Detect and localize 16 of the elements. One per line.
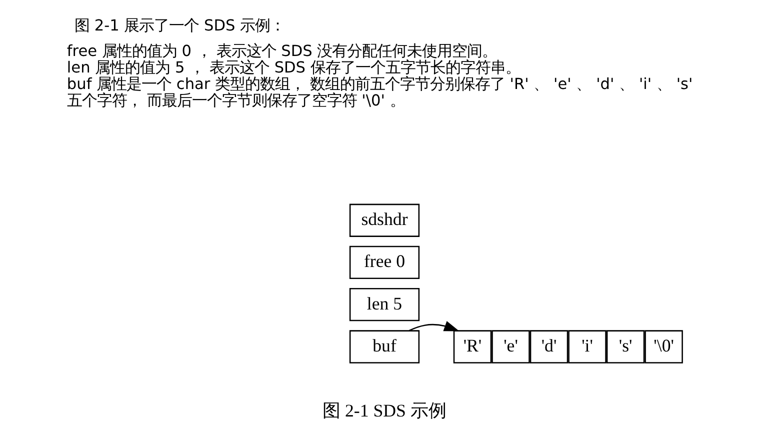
node-box: '\0': [644, 330, 683, 364]
arrow: [408, 321, 460, 332]
node-box: 'e': [492, 330, 530, 364]
node-box: len 5: [349, 288, 420, 322]
node-box: 's': [606, 330, 645, 364]
caption: 图 2-1 SDS 示例: [322, 400, 446, 421]
label: buf 属性是一个 char 类型的数组， 数组的前五个字节分别保存了 'R' 、 'e' 、 'd' 、 'i' 、 's' 五个字符， 而最后一个字节则保存了空字符 '\0' 。: [66, 75, 693, 110]
node-box: 'R': [453, 330, 492, 364]
node-box: buf: [349, 330, 420, 364]
diagram-title: 图 2-1 展示了一个 SDS 示例：: [74, 16, 286, 34]
node-box: 'i': [568, 330, 606, 364]
node-box: 'd': [530, 330, 568, 364]
label: len 属性的值为 5 ， 表示这个 SDS 保存了一个五字节长的字符串。: [66, 58, 520, 77]
node-box: free 0: [349, 246, 420, 280]
label: free 属性的值为 0 ， 表示这个 SDS 没有分配任何未使用空间。: [66, 42, 498, 60]
node-box: sdshdr: [349, 204, 420, 237]
